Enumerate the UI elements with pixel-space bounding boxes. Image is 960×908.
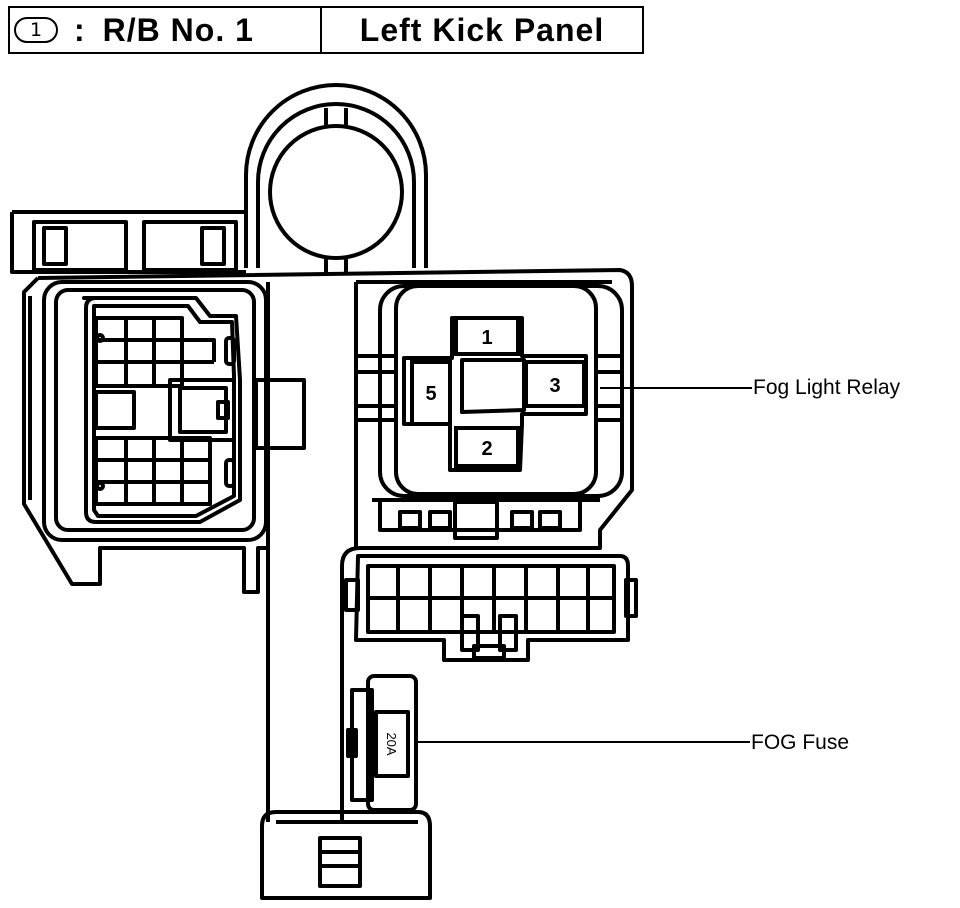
header-block-cell: 1 : R/B No. 1 — [10, 8, 322, 52]
relay-terminal-2-box — [454, 426, 520, 468]
mounting-clamp — [244, 83, 428, 272]
relay-block-housing — [22, 268, 634, 822]
relay-terminal-3: 3 — [549, 375, 560, 397]
lower-connector — [344, 554, 638, 662]
header-colon: : — [74, 11, 85, 48]
fog-fuse-label: FOG Fuse — [751, 731, 849, 754]
relay-terminal-2: 2 — [481, 438, 492, 460]
fuse-rating: 20A — [384, 732, 399, 755]
diagram-header: 1 : R/B No. 1 Left Kick Panel — [8, 6, 644, 54]
fog-light-relay-label: Fog Light Relay — [753, 376, 901, 399]
relay-block-name: R/B No. 1 — [102, 11, 254, 48]
relay-terminal-1-box — [454, 316, 520, 356]
fog-fuse-holder — [346, 674, 418, 812]
relay-terminal-3-box — [524, 360, 586, 408]
relay-terminal-1: 1 — [481, 327, 492, 349]
bottom-connector — [260, 810, 432, 900]
top-mounting-tabs — [10, 210, 246, 274]
left-connector — [42, 280, 306, 542]
location-name: Left Kick Panel — [359, 11, 605, 48]
fog-light-relay-socket — [358, 284, 624, 540]
location-number-badge: 1 — [14, 17, 58, 43]
relay-terminal-5-box — [410, 360, 452, 426]
relay-terminal-5: 5 — [425, 383, 436, 405]
